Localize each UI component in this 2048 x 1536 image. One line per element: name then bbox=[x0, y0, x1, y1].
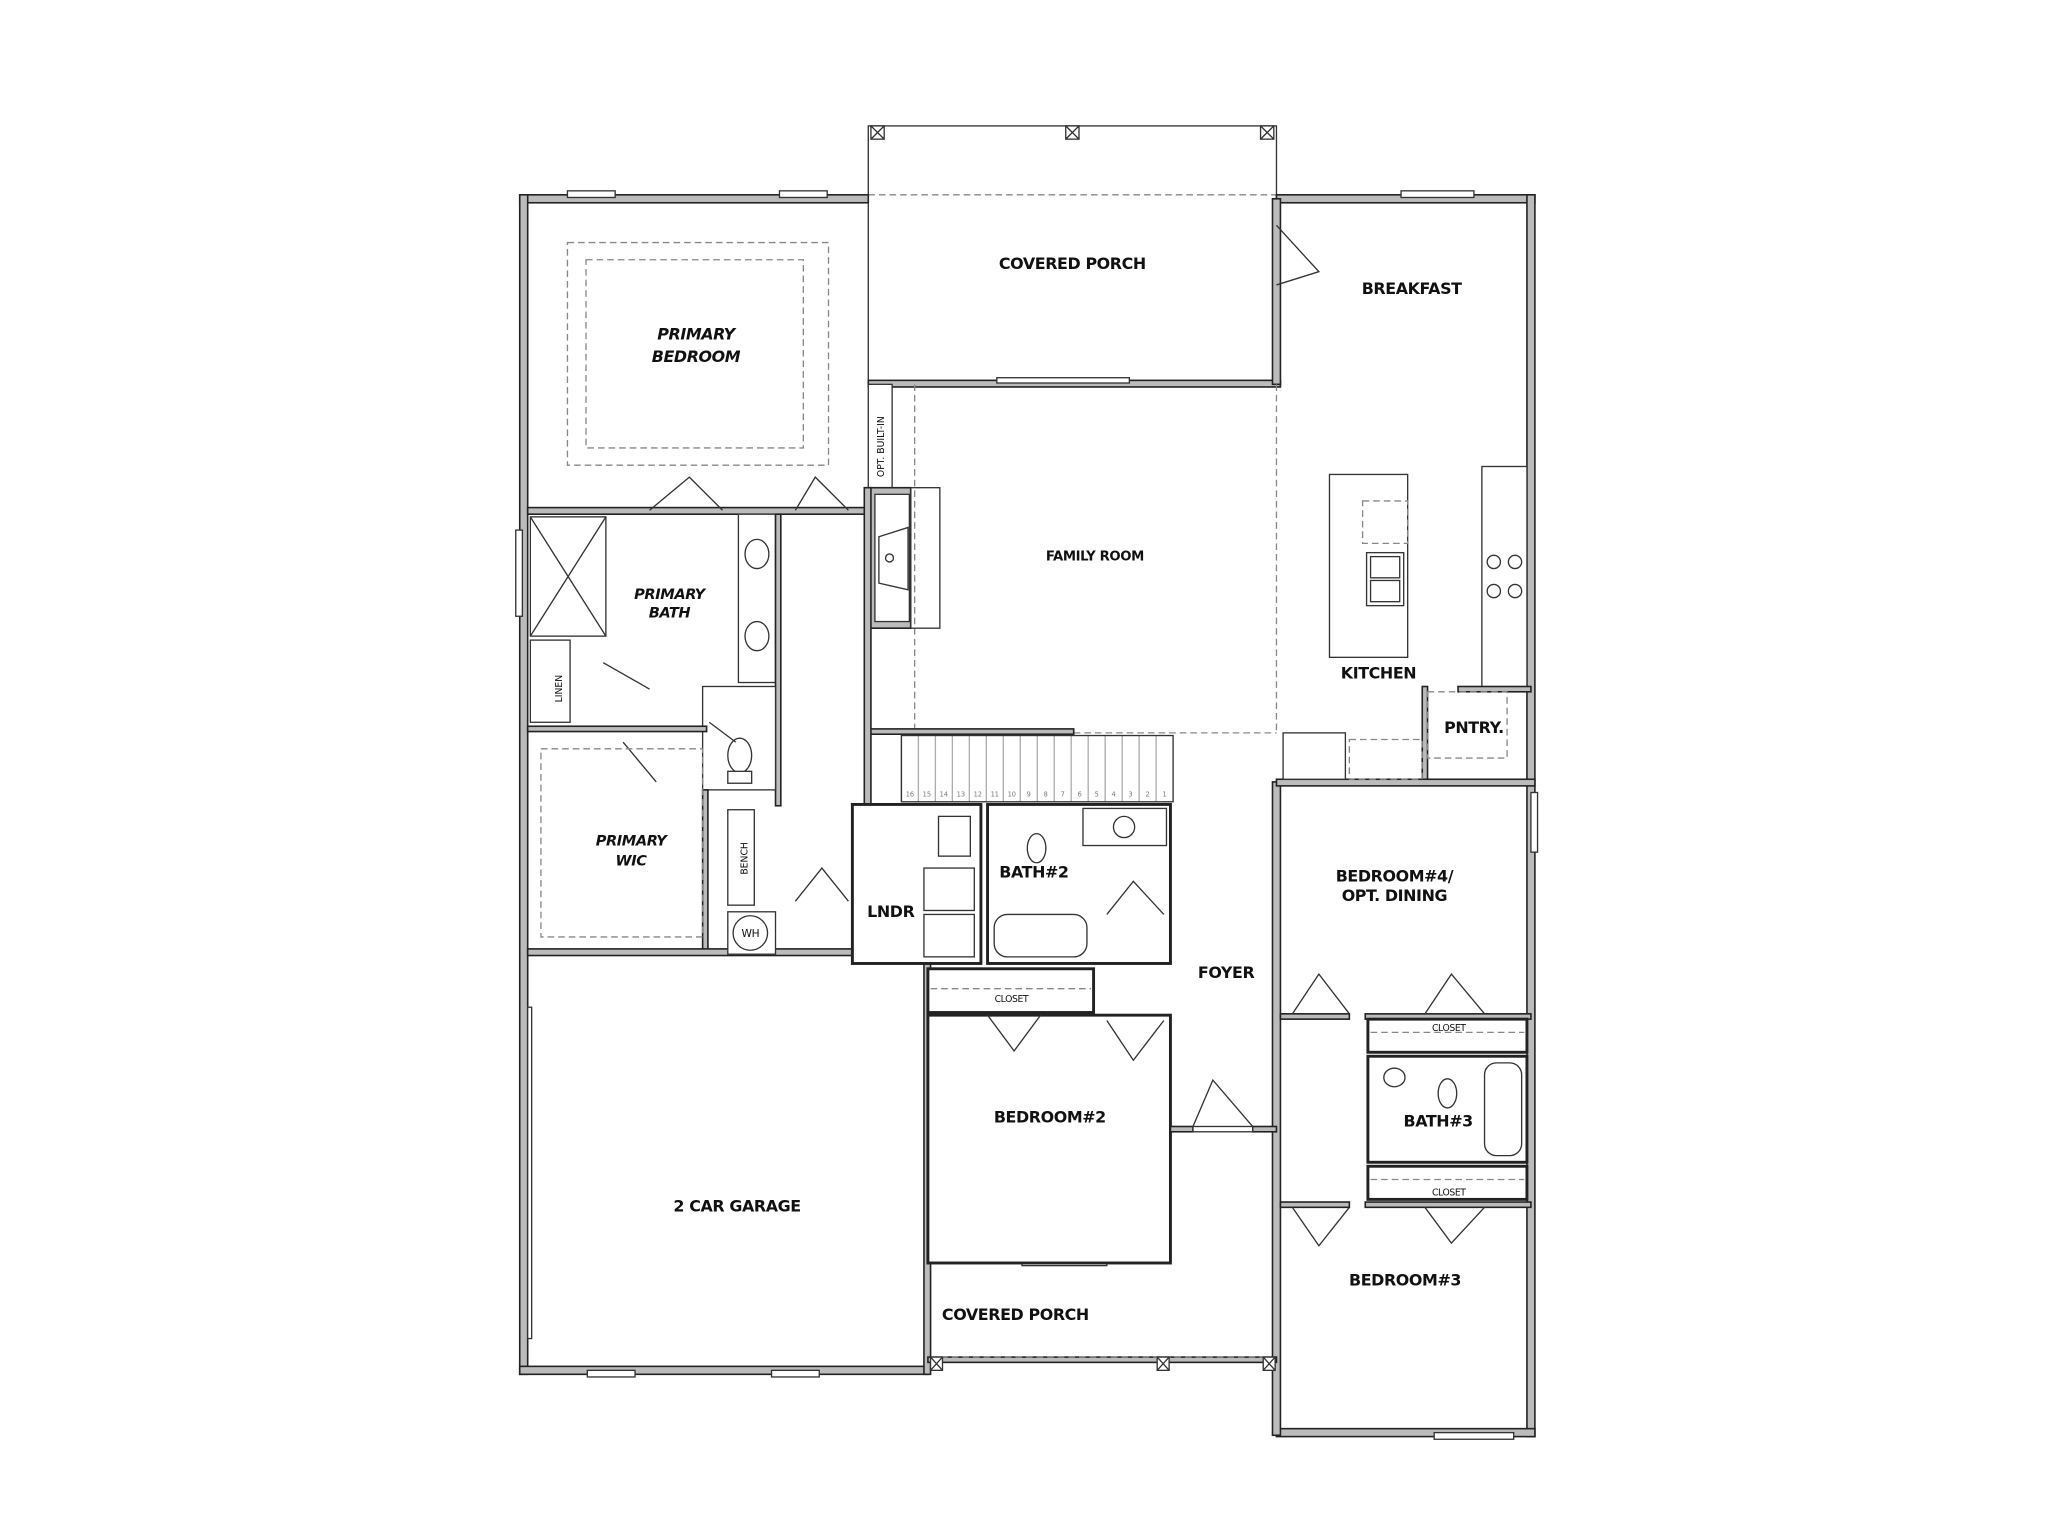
stair-number: 4 bbox=[1112, 790, 1116, 798]
room-label-covered-porch-rear: COVERED PORCH bbox=[999, 254, 1146, 273]
dryer-icon bbox=[923, 913, 975, 958]
kitchen: KITCHEN BREAKFAST bbox=[1275, 224, 1528, 690]
stair-number: 14 bbox=[940, 790, 948, 798]
water-heater-icon bbox=[732, 915, 769, 951]
room-label-bath-2: BATH#2 bbox=[999, 862, 1068, 881]
room-label-bedroom-2: BEDROOM#2 bbox=[994, 1108, 1106, 1127]
stair-number: 5 bbox=[1095, 790, 1099, 798]
stair-number: 6 bbox=[1078, 790, 1082, 798]
sink-icon bbox=[744, 620, 770, 652]
porch-post bbox=[1262, 1356, 1276, 1372]
stair-number: 2 bbox=[1146, 790, 1150, 798]
sink-icon bbox=[1383, 1067, 1406, 1088]
stair-number: 10 bbox=[1008, 790, 1016, 798]
stair-number: 15 bbox=[923, 790, 931, 798]
stair-number: 1 bbox=[1162, 790, 1166, 798]
room-label-family-room: FAMILY ROOM bbox=[1046, 550, 1144, 565]
sliding-door bbox=[996, 377, 1131, 384]
room-label-linen: LINEN bbox=[554, 675, 565, 703]
stair-number: 9 bbox=[1027, 790, 1031, 798]
room-label-pantry: PNTRY. bbox=[1444, 718, 1504, 737]
sink-icon bbox=[744, 538, 770, 570]
toilet-icon bbox=[1026, 832, 1047, 864]
porch-post bbox=[870, 125, 885, 140]
hall-closet: CLOSET bbox=[926, 967, 1096, 1014]
foyer: FOYER bbox=[1169, 963, 1278, 1133]
bath-3-area: CLOSET BATH#3 CLOSET bbox=[1366, 1017, 1529, 1201]
cooktop-icon bbox=[1486, 554, 1523, 599]
bedroom-2: BEDROOM#2 bbox=[926, 880, 1172, 1265]
porch-post bbox=[1065, 125, 1080, 140]
front-door bbox=[1192, 1125, 1254, 1133]
bathtub-icon bbox=[993, 913, 1088, 958]
room-label-bath-3: BATH#3 bbox=[1403, 1111, 1472, 1130]
laundry: LNDR bbox=[850, 802, 983, 965]
porch-post bbox=[929, 1356, 944, 1372]
room-label-kitchen: KITCHEN bbox=[1341, 664, 1416, 683]
door-swing bbox=[987, 880, 1165, 1062]
bedroom-4: BEDROOM#4/OPT. DINING bbox=[1279, 866, 1532, 1020]
door-swing bbox=[1291, 1206, 1486, 1247]
closet-label: CLOSET bbox=[1432, 1187, 1466, 1198]
porch-post bbox=[1259, 125, 1275, 140]
washer-icon bbox=[923, 867, 975, 912]
room-label-bedroom-4: BEDROOM#4/OPT. DINING bbox=[1336, 866, 1454, 905]
family-room: OPT. BUILT-IN FAMILY ROOM bbox=[863, 383, 1278, 807]
bath-2: BATH#2 bbox=[986, 802, 1172, 965]
closet-label: CLOSET bbox=[995, 994, 1029, 1005]
stairs: 16 15 14 13 12 11 10 9 8 7 6 5 4 3 2 1 bbox=[900, 734, 1174, 803]
stair-number: 8 bbox=[1044, 790, 1048, 798]
door-swing bbox=[602, 476, 849, 783]
stair-number: 3 bbox=[1129, 790, 1133, 798]
room-label-bedroom-3: BEDROOM#3 bbox=[1349, 1271, 1461, 1290]
bedroom-3: BEDROOM#3 bbox=[1279, 1201, 1532, 1290]
stair-number: 7 bbox=[1061, 790, 1065, 798]
stair-number: 11 bbox=[991, 790, 999, 798]
water-heater-label: WH bbox=[742, 928, 760, 940]
toilet-icon bbox=[1437, 1078, 1458, 1109]
closet-label: CLOSET bbox=[1432, 1023, 1466, 1034]
stair-number: 12 bbox=[974, 790, 982, 798]
door-swing bbox=[1275, 224, 1321, 286]
pantry: PNTRY. bbox=[1275, 685, 1536, 787]
kitchen-sink-icon bbox=[1365, 551, 1405, 607]
front-covered-porch: COVERED PORCH COVERED PORCH bbox=[929, 254, 1276, 1372]
door-swing bbox=[1291, 972, 1486, 1015]
room-label-laundry: LNDR bbox=[867, 902, 914, 921]
stair-number: 16 bbox=[906, 790, 914, 798]
bench-label: BENCH bbox=[740, 842, 751, 875]
room-label-foyer: FOYER bbox=[1198, 963, 1255, 982]
kitchen-island bbox=[1328, 473, 1409, 659]
garage: 2 CAR GARAGE bbox=[673, 1196, 801, 1215]
porch-post bbox=[1156, 1356, 1170, 1372]
sink-icon bbox=[1112, 815, 1136, 839]
bathtub-icon bbox=[1483, 1062, 1523, 1157]
room-label-garage: 2 CAR GARAGE bbox=[673, 1196, 800, 1215]
stair-number: 13 bbox=[957, 790, 965, 798]
mudroom: BENCH WH bbox=[727, 809, 849, 955]
opt-built-in-label: OPT. BUILT-IN bbox=[876, 416, 887, 477]
room-label-breakfast: BREAKFAST bbox=[1362, 279, 1462, 298]
room-label-covered-porch-front: COVERED PORCH bbox=[942, 1305, 1089, 1324]
